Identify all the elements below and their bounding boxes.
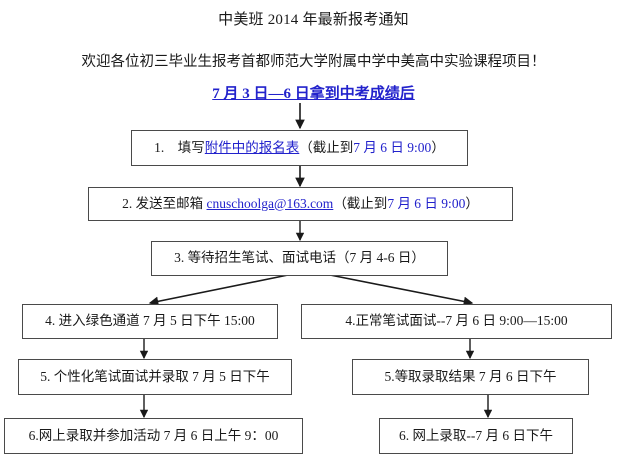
flow-box-right-step6-label: 6. 网上录取--7 月 6 日下午 xyxy=(398,427,554,443)
step1-prefix: 1. 填写 xyxy=(154,139,205,155)
step1-mid: （截止到 xyxy=(299,139,354,155)
flow-box-left-step4[interactable]: 4. 进入绿色通道 7 月 5 日下午 15:00 xyxy=(22,304,278,339)
flow-box-right-step6[interactable]: 6. 网上录取--7 月 6 日下午 xyxy=(379,418,573,454)
email-address-link[interactable]: cnuschoolga@163.com xyxy=(206,195,334,211)
flow-box-step3-label: 3. 等待招生笔试、面试电话（7 月 4-6 日） xyxy=(174,250,425,266)
flow-box-left-step5-label: 5. 个性化笔试面试并录取 7 月 5 日下午 xyxy=(40,368,270,384)
flow-box-left-step6-label: 6.网上录取并参加活动 7 月 6 日上午 9：00 xyxy=(28,427,279,443)
flow-box-step1[interactable]: 1. 填写附件中的报名表（截止到7 月 6 日 9:00） xyxy=(131,130,468,166)
step2-deadline: 7 月 6 日 9:00 xyxy=(387,195,466,211)
flow-box-step1-label: 1. 填写附件中的报名表（截止到7 月 6 日 9:00） xyxy=(148,139,451,156)
headline-banner: 7 月 3 日—6 日拿到中考成绩后 xyxy=(0,82,627,103)
attachment-form-link[interactable]: 附件中的报名表 xyxy=(204,139,300,155)
flow-box-right-step5-label: 5.等取录取结果 7 月 6 日下午 xyxy=(384,368,557,384)
headline-text: 7 月 3 日—6 日拿到中考成绩后 xyxy=(212,86,415,102)
step1-deadline: 7 月 6 日 9:00 xyxy=(353,139,432,155)
flow-box-right-step4[interactable]: 4.正常笔试面试--7 月 6 日 9:00—15:00 xyxy=(301,304,612,339)
page-subtitle: 欢迎各位初三毕业生报考首都师范大学附属中学中美高中实验课程项目！ xyxy=(81,54,546,70)
flow-box-left-step5[interactable]: 5. 个性化笔试面试并录取 7 月 5 日下午 xyxy=(18,359,292,395)
flow-box-right-step5[interactable]: 5.等取录取结果 7 月 6 日下午 xyxy=(352,359,589,395)
page-title: 中美班 2014 年最新报考通知 xyxy=(218,12,409,28)
step2-prefix: 2. 发送至邮箱 xyxy=(122,195,207,211)
flow-box-left-step6[interactable]: 6.网上录取并参加活动 7 月 6 日上午 9：00 xyxy=(4,418,303,454)
flow-box-step2[interactable]: 2. 发送至邮箱 cnuschoolga@163.com（截止到7 月 6 日 … xyxy=(88,187,513,221)
flow-box-step3[interactable]: 3. 等待招生笔试、面试电话（7 月 4-6 日） xyxy=(151,241,448,276)
step2-mid: （截止到 xyxy=(333,195,388,211)
flow-box-right-step4-label: 4.正常笔试面试--7 月 6 日 9:00—15:00 xyxy=(345,313,568,329)
flow-box-left-step4-label: 4. 进入绿色通道 7 月 5 日下午 15:00 xyxy=(45,313,255,329)
step2-suffix: ） xyxy=(465,195,479,211)
step1-suffix: ） xyxy=(431,139,445,155)
flow-box-step2-label: 2. 发送至邮箱 cnuschoolga@163.com（截止到7 月 6 日 … xyxy=(116,195,485,212)
